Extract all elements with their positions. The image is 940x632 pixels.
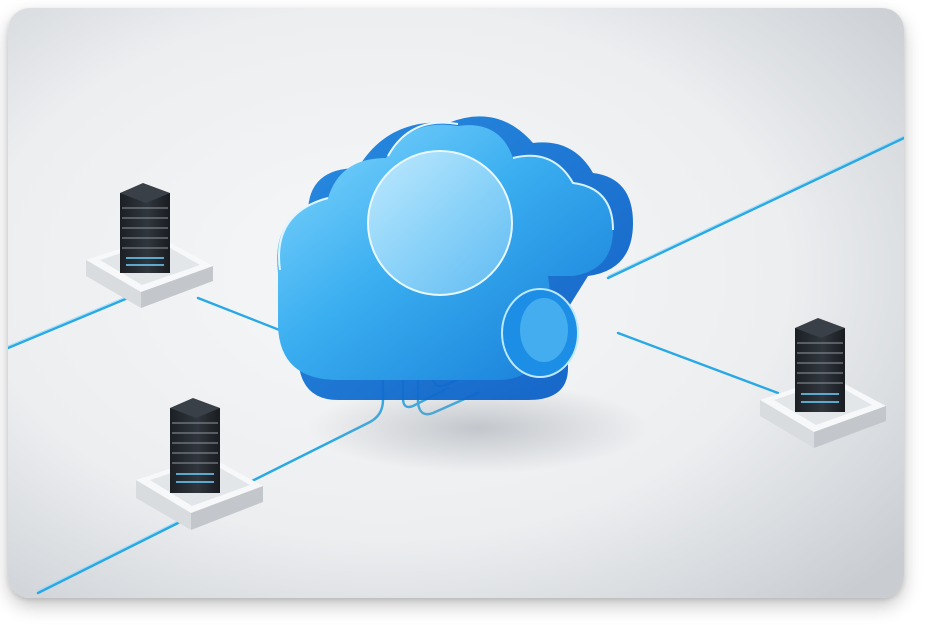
server-bottom-left <box>136 398 263 530</box>
server-icon <box>120 193 170 273</box>
server-top-left <box>86 183 213 308</box>
cloud-shadow <box>308 383 648 473</box>
cloud-network-illustration <box>8 8 904 598</box>
server-icon <box>795 328 845 412</box>
server-icon <box>170 408 220 493</box>
server-right <box>760 318 886 448</box>
cloud-icon <box>277 116 633 400</box>
cable-highlights <box>8 135 904 592</box>
illustration-frame <box>8 8 904 598</box>
